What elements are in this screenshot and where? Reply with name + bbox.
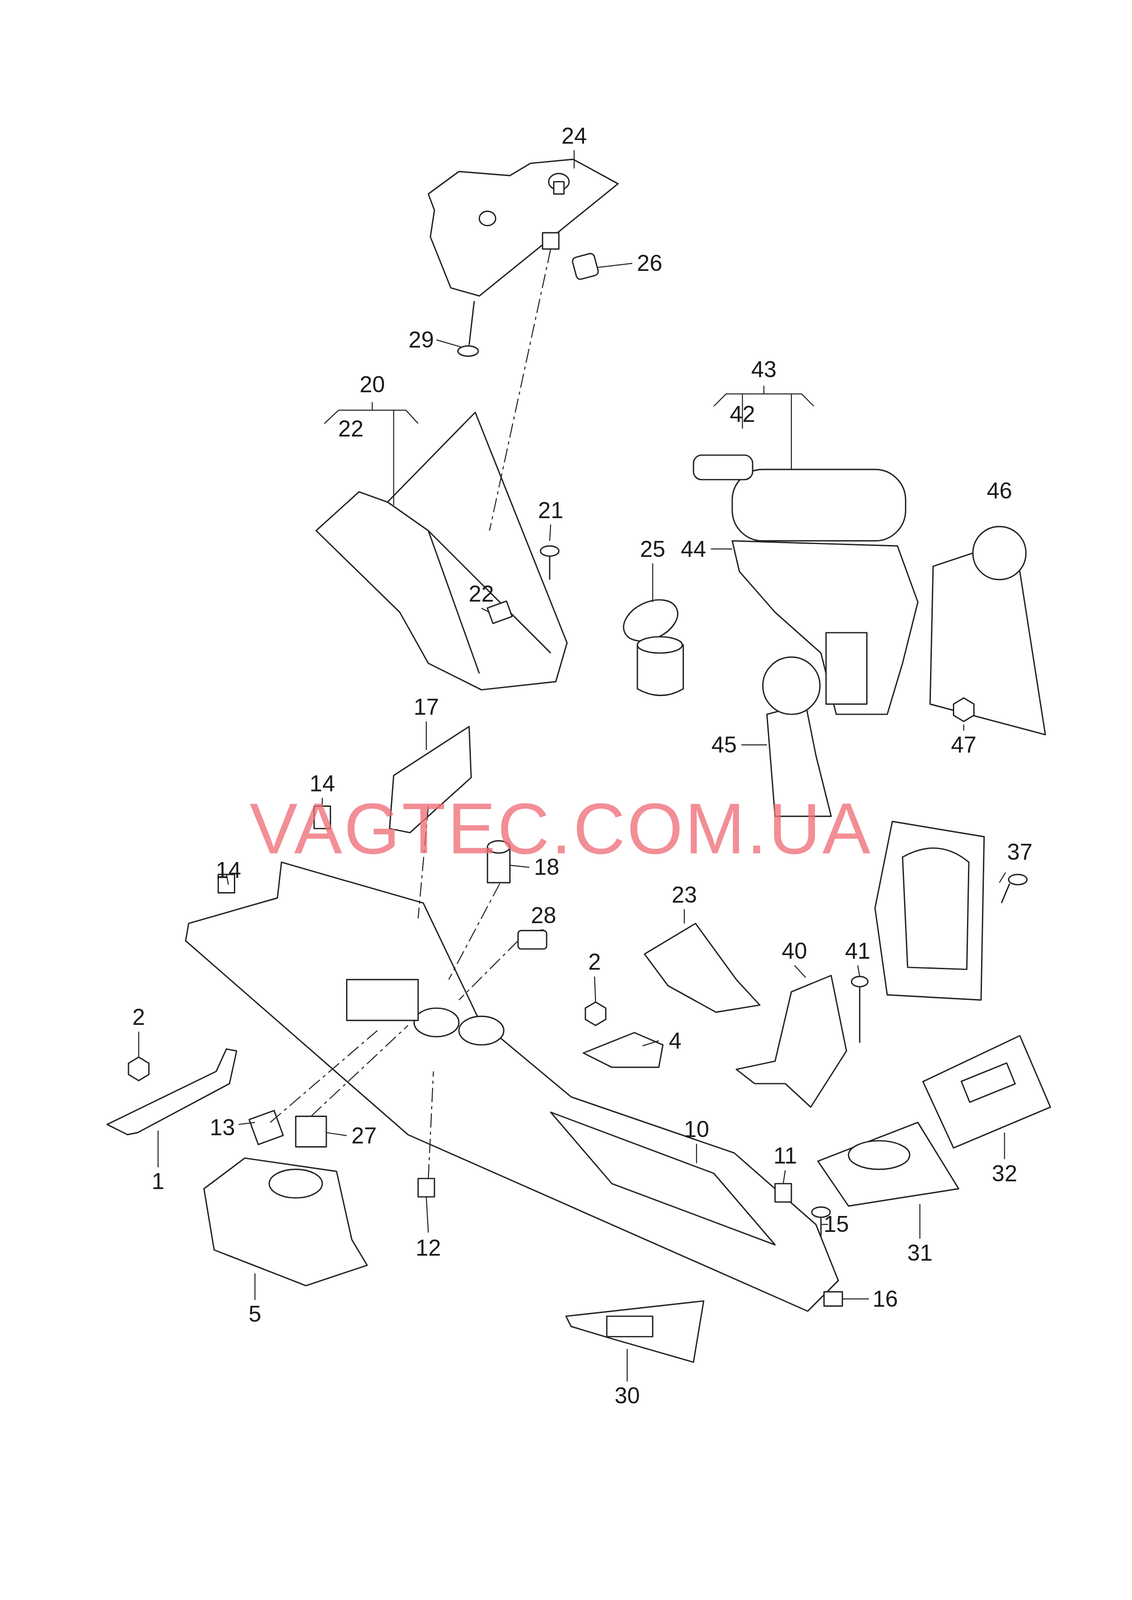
callout-number: 41: [844, 939, 871, 962]
callout-number: 11: [773, 1143, 797, 1167]
callout-number: 31: [907, 1240, 933, 1264]
callout-number: 22: [468, 582, 495, 605]
callout-number: 42: [729, 402, 756, 426]
callout-number: 10: [683, 1117, 710, 1141]
callout-number: 15: [823, 1212, 849, 1236]
callout-number: 23: [671, 883, 698, 906]
callout-number: 37: [1007, 840, 1033, 864]
callout-number: 14: [215, 858, 242, 882]
callout-number: 17: [413, 695, 440, 719]
callout-number: 18: [533, 855, 560, 879]
callout-number: 43: [751, 357, 777, 381]
callout-number: 12: [415, 1235, 442, 1259]
callout-number: 21: [537, 498, 564, 522]
callout-number: 27: [351, 1123, 378, 1147]
callout-number: 16: [872, 1287, 899, 1310]
callout-number: 46: [986, 479, 1013, 502]
callout-number: 25: [640, 537, 666, 561]
callout-number: 29: [408, 328, 435, 352]
callout-number: 13: [209, 1115, 236, 1139]
callout-number: 22: [338, 417, 364, 440]
callout-number: 5: [248, 1302, 262, 1325]
callout-number: 30: [614, 1383, 641, 1407]
callout-number: 32: [992, 1161, 1018, 1185]
callout-number: 26: [636, 251, 663, 275]
callout-number: 24: [561, 124, 588, 148]
callout-number: 40: [781, 939, 808, 962]
callout-number: 2: [588, 950, 601, 973]
callout-number: 44: [680, 537, 707, 561]
callout-number: 28: [530, 903, 557, 927]
callout-number: 47: [951, 733, 977, 756]
callout-number: 20: [359, 372, 386, 396]
callout-number: 4: [668, 1028, 682, 1052]
callout-number: 1: [151, 1169, 165, 1193]
callout-number: 45: [711, 733, 737, 756]
callout-number: 2: [132, 1005, 145, 1029]
callout-number: 14: [309, 771, 336, 795]
watermark: VAGTEC.COM.UA: [249, 791, 873, 864]
